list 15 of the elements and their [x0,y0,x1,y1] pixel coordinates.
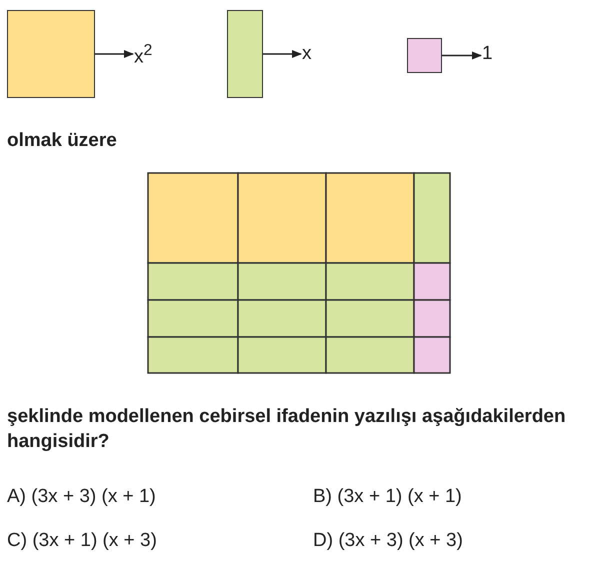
intro-text: olmak üzere [7,129,118,153]
arrow [95,50,134,58]
square-tile [7,10,95,98]
rectangle-tile [227,10,263,98]
arrow [442,52,482,60]
arrow [263,50,302,58]
tile-label: x$^{2}$ [134,40,152,68]
tile-label: 1 [482,43,493,65]
answer-option: D) (3x + 3) (x + 3) [313,530,463,552]
square-tile [407,38,442,73]
question-text: şeklinde modellenen cebirsel ifadenin yazılışı aşağıdakilerden hangisidir? [7,405,567,454]
tile-label: x [302,43,312,65]
answer-option: A) (3x + 3) (x + 1) [7,486,156,508]
answer-option: C) (3x + 1) (x + 3) [7,530,157,552]
answer-option: B) (3x + 1) (x + 1) [313,486,462,508]
